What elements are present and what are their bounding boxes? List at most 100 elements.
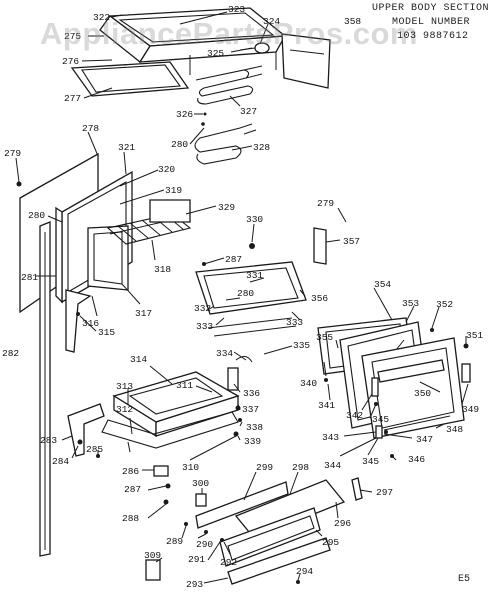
broil-element-327[interactable] (195, 65, 263, 105)
callout-label: 346 (408, 454, 425, 465)
callout-label: 292 (220, 557, 237, 568)
callout-label: 309 (144, 550, 161, 561)
callout-label: 330 (246, 214, 263, 225)
leader-lines (15, 11, 469, 584)
callout-label: 282 (2, 348, 19, 359)
door-frame-356[interactable] (195, 261, 307, 315)
callout-label: 320 (158, 164, 175, 175)
door-panel-331[interactable] (207, 317, 297, 337)
trim-strip-293[interactable] (227, 537, 331, 585)
callout-labels: 322 323 275 324 358 325 276 277 327 326 … (2, 4, 483, 590)
callout-label: 339 (244, 436, 261, 447)
callout-label: 280 (171, 139, 188, 150)
outer-door-348[interactable] (361, 337, 465, 439)
callout-label: 290 (196, 539, 213, 550)
callout-label: 316 (82, 318, 99, 329)
callout-label: 319 (165, 185, 182, 196)
callout-label: 333 (286, 317, 303, 328)
callout-label: 345 (372, 414, 389, 425)
rack-support-329[interactable] (149, 199, 191, 223)
side-trim-282[interactable] (39, 221, 51, 557)
callout-label: 323 (228, 4, 245, 15)
callout-label: 322 (93, 12, 110, 23)
model-number-label: MODEL NUMBER (392, 17, 471, 28)
callout-label: 311 (176, 380, 193, 391)
callout-label: 358 (344, 16, 361, 27)
callout-label: 332 (194, 303, 211, 314)
callout-label: 280 (237, 288, 254, 299)
callout-label: 300 (192, 478, 209, 489)
callout-label: 277 (64, 93, 81, 104)
callout-label: 296 (334, 518, 351, 529)
callout-label: 293 (186, 579, 203, 590)
callout-label: 338 (246, 422, 263, 433)
callout-label: 310 (182, 462, 199, 473)
callout-label: 352 (436, 299, 453, 310)
callout-label: 329 (218, 202, 235, 213)
callout-label: 295 (322, 537, 339, 548)
callout-label: 355 (316, 332, 333, 343)
rear-panel-358[interactable] (281, 33, 331, 89)
callout-label: 331 (246, 270, 263, 281)
callout-label: 353 (402, 298, 419, 309)
callout-label: 324 (263, 16, 280, 27)
clip-300[interactable] (195, 493, 207, 507)
callout-label: 350 (414, 388, 431, 399)
bake-element-328[interactable] (194, 123, 257, 165)
callout-label: 287 (225, 254, 242, 265)
callout-label: 337 (242, 404, 259, 415)
callout-label: 294 (296, 566, 313, 577)
page-code: E5 (458, 574, 471, 585)
callout-label: 344 (324, 460, 341, 471)
callout-label: 275 (64, 31, 81, 42)
callout-label: 348 (446, 424, 463, 435)
callout-label: 312 (116, 404, 133, 415)
broiler-drawer-313[interactable] (101, 411, 239, 453)
callout-label: 351 (466, 330, 483, 341)
callout-label: 313 (116, 381, 133, 392)
callout-label: 336 (243, 388, 260, 399)
callout-label: 349 (462, 404, 479, 415)
bracket-297[interactable] (351, 477, 363, 501)
callout-label: 328 (253, 142, 270, 153)
callout-label: 281 (21, 272, 38, 283)
callout-label: 342 (346, 410, 363, 421)
drawer-front-298[interactable] (234, 479, 346, 539)
callout-label: 283 (40, 435, 57, 446)
callout-label: 278 (82, 123, 99, 134)
callout-label: 280 (28, 210, 45, 221)
bracket-315[interactable] (65, 289, 92, 353)
callout-label: 289 (166, 536, 183, 547)
trim-299[interactable] (195, 481, 289, 529)
kick-panel-295[interactable] (219, 507, 321, 567)
callout-label: 357 (343, 236, 360, 247)
callout-label: 318 (154, 264, 171, 275)
cooktop-frame[interactable] (99, 7, 287, 75)
door-seal-317[interactable] (87, 225, 129, 291)
callout-label: 340 (300, 378, 317, 389)
callout-label: 354 (374, 279, 391, 290)
door-handle-349[interactable] (461, 343, 471, 383)
callout-label: 287 (124, 484, 141, 495)
watermark-text: AppliancePartsPros.com (40, 16, 418, 51)
model-number-value: 103 9887612 (397, 31, 469, 42)
drip-tray[interactable] (70, 61, 190, 97)
callout-label: 327 (240, 106, 257, 117)
callout-label: 279 (4, 148, 21, 159)
callout-label: 297 (376, 487, 393, 498)
heat-shield-357[interactable] (313, 227, 327, 265)
callout-label: 288 (122, 513, 139, 524)
callout-label: 291 (188, 554, 205, 565)
callout-label: 347 (416, 434, 433, 445)
callout-label: 286 (122, 466, 139, 477)
callout-label: 315 (98, 327, 115, 338)
callout-label: 333 (196, 321, 213, 332)
broiler-pan-314[interactable] (112, 371, 240, 438)
leveler-309[interactable] (145, 559, 161, 581)
clip-286[interactable] (153, 465, 169, 477)
callout-label: 356 (311, 293, 328, 304)
bracket-283[interactable] (67, 403, 105, 458)
callout-label: 345 (362, 456, 379, 467)
